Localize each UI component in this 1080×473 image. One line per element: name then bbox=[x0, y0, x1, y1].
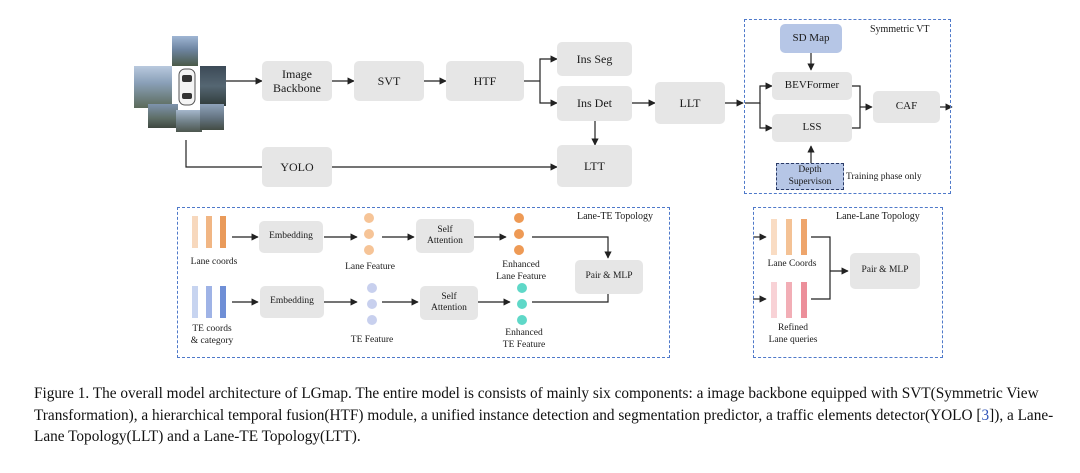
lane-feature-label: Lane Feature bbox=[345, 262, 395, 272]
sd-map-block: SD Map bbox=[780, 24, 842, 53]
caption-text-1: Figure 1. The overall model architecture… bbox=[34, 385, 1039, 424]
refined-lane-queries-label: Refined Lane queries bbox=[768, 323, 818, 345]
pair-mlp-lane-te-block: Pair & MLP bbox=[575, 260, 643, 294]
camera-image-back-left bbox=[148, 104, 178, 128]
te-coords-label: TE coords & category bbox=[190, 324, 234, 346]
camera-image-front bbox=[172, 36, 198, 66]
llt-block: LLT bbox=[655, 82, 725, 124]
ins-det-block: Ins Det bbox=[557, 86, 632, 121]
symmetric-vt-title: Symmetric VT bbox=[870, 24, 930, 35]
svt-block: SVT bbox=[354, 61, 424, 101]
camera-image-back-right bbox=[200, 104, 224, 130]
lane-coords-label: Lane coords bbox=[190, 257, 238, 267]
caf-block: CAF bbox=[873, 91, 940, 123]
pair-mlp-llt-block: Pair & MLP bbox=[850, 253, 920, 289]
htf-block: HTF bbox=[446, 61, 524, 101]
camera-image-front-right bbox=[200, 66, 226, 106]
embedding-lane-block: Embedding bbox=[259, 221, 323, 253]
enhanced-lane-feature-label: Enhanced Lane Feature bbox=[496, 260, 546, 282]
lane-te-topology-box bbox=[177, 207, 670, 358]
lane-coords-llt-label: Lane Coords bbox=[767, 259, 817, 269]
embedding-te-block: Embedding bbox=[260, 286, 324, 318]
ins-seg-block: Ins Seg bbox=[557, 42, 632, 76]
image-backbone-block: Image Backbone bbox=[262, 61, 332, 101]
figure-caption: Figure 1. The overall model architecture… bbox=[34, 383, 1054, 448]
camera-image-back bbox=[176, 110, 202, 132]
lane-te-topology-title: Lane-TE Topology bbox=[577, 211, 654, 222]
self-attention-te-block: Self Attention bbox=[420, 286, 478, 320]
bevformer-block: BEVFormer bbox=[772, 72, 852, 100]
enhanced-te-feature-label: Enhanced TE Feature bbox=[502, 328, 546, 350]
lane-lane-topology-box bbox=[753, 207, 943, 358]
te-feature-label: TE Feature bbox=[350, 335, 394, 345]
training-phase-note: Training phase only bbox=[846, 172, 922, 182]
yolo-block: YOLO bbox=[262, 147, 332, 187]
self-attention-lane-block: Self Attention bbox=[416, 219, 474, 253]
caption-text-2: ]), a Lane-Lane Topology(LLT) and a Lane… bbox=[34, 406, 1054, 446]
ego-car-icon bbox=[178, 68, 196, 106]
ltt-block: LTT bbox=[557, 145, 632, 187]
lane-lane-topology-title: Lane-Lane Topology bbox=[836, 211, 920, 222]
symmetric-vt-box bbox=[744, 19, 951, 194]
citation-link[interactable]: 3 bbox=[981, 406, 990, 424]
depth-supervision-block: Depth Supervison bbox=[776, 163, 844, 190]
lss-block: LSS bbox=[772, 114, 852, 142]
camera-image-front-left bbox=[134, 66, 172, 108]
